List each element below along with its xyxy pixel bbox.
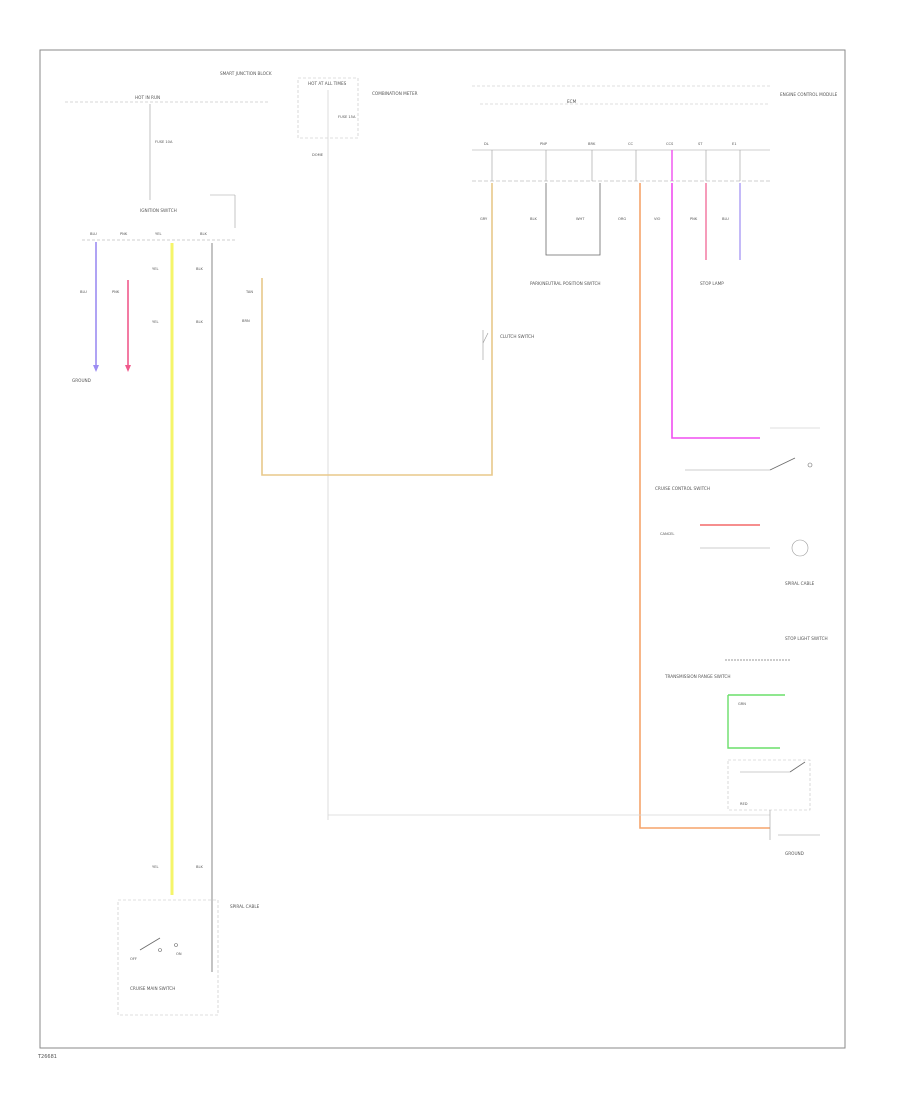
ign-pin-label-1: BLU bbox=[90, 232, 97, 236]
pin-brk: BRK bbox=[588, 142, 596, 146]
spiral-right-label: SPIRAL CABLE bbox=[785, 581, 815, 586]
blk-wire-label-top: BLK bbox=[196, 267, 203, 271]
cruise-sw-label: CRUISE CONTROL SWITCH bbox=[655, 486, 710, 491]
fuse-10a-label: FUSE 10A bbox=[155, 140, 173, 144]
pin-ccs: CCS bbox=[666, 142, 674, 146]
cancel-label: CANCEL bbox=[660, 532, 674, 536]
cruise-control-switch: CRUISE CONTROL SWITCH CANCEL SPIRAL CABL… bbox=[655, 427, 820, 586]
center-top-header: HOT AT ALL TIMES COMBINATION METER FUSE … bbox=[297, 77, 418, 820]
tan-wire-label-1: TAN bbox=[245, 290, 253, 294]
stop-lamp-label: STOP LAMP bbox=[700, 281, 724, 286]
hot-run-label: HOT IN RUN bbox=[135, 95, 160, 100]
e1-wire-label: BLU bbox=[722, 217, 729, 221]
ign-pin-label-2: PNK bbox=[120, 232, 128, 236]
ground-right-label: GROUND bbox=[785, 851, 804, 856]
trans-range-label: TRANSMISSION RANGE SWITCH bbox=[664, 674, 731, 679]
cruise-main-switch: OFF ON CRUISE MAIN SWITCH SPIRAL CABLE bbox=[117, 899, 260, 1016]
pin-cc: CC bbox=[628, 142, 634, 146]
blk-wire-label-mid: BLK bbox=[196, 320, 203, 324]
switch-off-label: OFF bbox=[130, 957, 137, 961]
switch-on-label: ON bbox=[176, 952, 182, 956]
brake-switch-label: STOP LIGHT SWITCH bbox=[785, 636, 828, 641]
blu-wire-label: BLU bbox=[80, 290, 87, 294]
brk-wire-label: WHT bbox=[576, 217, 585, 221]
cruise-main-label: CRUISE MAIN SWITCH bbox=[130, 986, 175, 991]
combination-meter-label: COMBINATION METER bbox=[372, 91, 418, 96]
pin-st: ST bbox=[698, 142, 703, 146]
smart-junction-label: SMART JUNCTION BLOCK bbox=[220, 71, 272, 76]
left-long-wires: YEL BLK YEL BLK YEL BLK bbox=[152, 243, 213, 972]
white-wire-bottom: GROUND bbox=[328, 810, 820, 856]
yel-wire-label-bot: YEL bbox=[152, 865, 158, 869]
tan-wire-label-2: BRN bbox=[242, 319, 250, 323]
dome-fuse-label: DOME bbox=[312, 153, 324, 157]
diagram-frame bbox=[39, 49, 846, 1049]
ecm-bar-label: ECM bbox=[567, 99, 577, 104]
magenta-ccs-wire: VIO bbox=[654, 183, 760, 439]
red-wire-label: RED bbox=[740, 802, 748, 806]
pnk-wire-label: PNK bbox=[112, 290, 120, 294]
yel-wire-label-mid: YEL bbox=[152, 320, 158, 324]
ignition-switch-label: IGNITION SWITCH bbox=[140, 208, 177, 213]
pin-e1: E1 bbox=[732, 142, 737, 146]
stop-hot-label: HOT AT ALL TIMES bbox=[308, 81, 347, 86]
clutch-switch-label: CLUTCH SWITCH bbox=[500, 334, 534, 339]
dl-wire-label: GRY bbox=[480, 217, 488, 221]
clutch-switch: CLUTCH SWITCH bbox=[482, 330, 534, 360]
ign-pin-label-3: YEL bbox=[155, 232, 161, 236]
ground-left-label: GROUND bbox=[72, 378, 91, 383]
fuse-15a-label: FUSE 15A bbox=[338, 115, 356, 119]
ecm-connector-bar: ECM ENGINE CONTROL MODULE DL PNP BRK CC … bbox=[472, 85, 838, 182]
vio-wire-label: VIO bbox=[654, 217, 661, 221]
engine-control-label: ENGINE CONTROL MODULE bbox=[780, 92, 838, 97]
spiral-cable-label: SPIRAL CABLE bbox=[230, 904, 260, 909]
stop-light-switch: STOP LIGHT SWITCH TRANSMISSION RANGE SWI… bbox=[664, 636, 828, 811]
ign-pin-label-4: BLK bbox=[200, 232, 207, 236]
tan-wire-dl: TAN BRN GRY bbox=[242, 183, 493, 476]
left-short-wires: BLU PNK GROUND bbox=[72, 242, 131, 383]
left-power-header: HOT IN RUN SMART JUNCTION BLOCK FUSE 10A… bbox=[65, 71, 272, 213]
ignition-connector-row: BLU PNK YEL BLK bbox=[82, 194, 236, 241]
pin-pnp: PNP bbox=[540, 142, 548, 146]
orange-cc-wire: ORG bbox=[618, 183, 770, 829]
footer-code: T26681 bbox=[37, 1054, 57, 1060]
yel-wire-label-top: YEL bbox=[152, 267, 158, 271]
org-wire-label: ORG bbox=[618, 217, 626, 221]
blk-wire-label-bot: BLK bbox=[196, 865, 203, 869]
pin-dl: DL bbox=[484, 142, 489, 146]
st-wire-label: PNK bbox=[690, 217, 698, 221]
pnp-wire-label: BLK bbox=[530, 217, 537, 221]
park-neutral-label: PARK/NEUTRAL POSITION SWITCH bbox=[530, 281, 601, 286]
st-e1-wires: PNK BLU STOP LAMP bbox=[690, 183, 741, 286]
grn-wire-label: GRN bbox=[738, 702, 746, 706]
pnp-brk-branch: BLK WHT PARK/NEUTRAL POSITION SWITCH bbox=[530, 183, 601, 286]
